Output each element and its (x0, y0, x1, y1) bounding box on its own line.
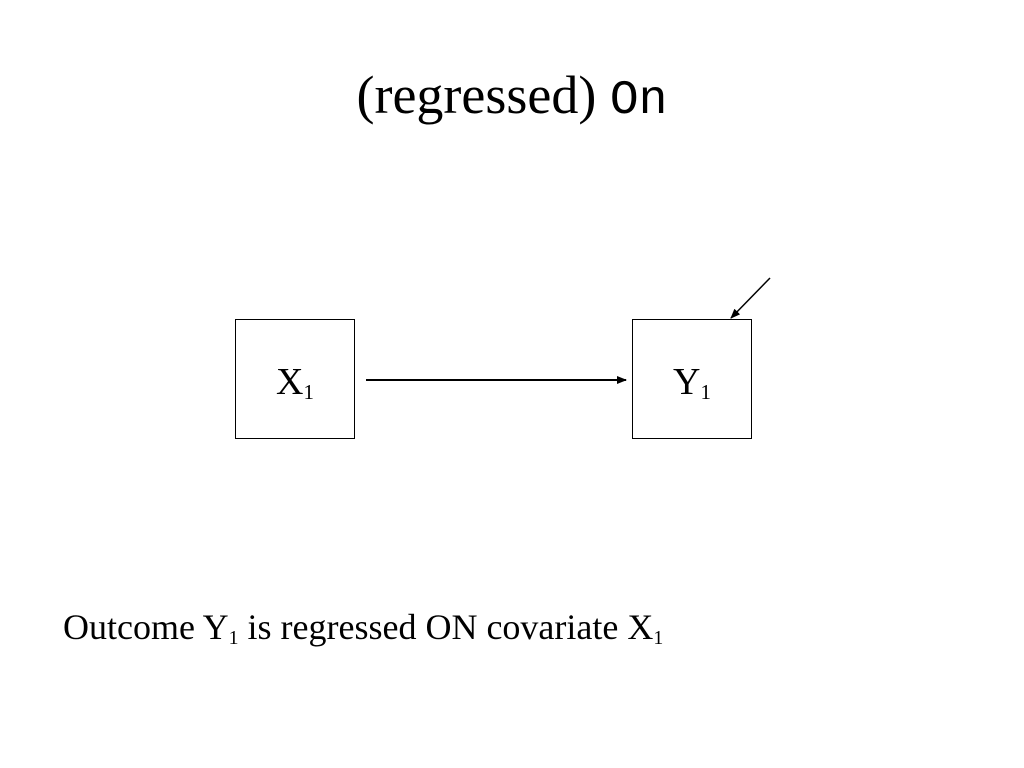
node-y1-letter: Y (673, 361, 701, 403)
node-y1-label: Y1 (633, 360, 751, 404)
caption-sub2: 1 (653, 626, 664, 649)
node-y1-subscript: 1 (700, 380, 711, 405)
node-x1-subscript: 1 (303, 380, 314, 405)
caption-part1: Outcome Y (63, 607, 229, 647)
residual-arrow (730, 277, 771, 319)
title-keyword: On (609, 74, 668, 128)
caption-sub1: 1 (228, 626, 239, 649)
caption-part2: is regressed ON covariate X (238, 607, 654, 647)
node-x1-letter: X (276, 361, 304, 403)
node-x1-label: X1 (236, 360, 354, 404)
slide-title: (regressed) On (0, 62, 1024, 134)
title-text: (regressed) (356, 65, 597, 125)
caption: Outcome Y1 is regressed ON covariate X1 (63, 605, 663, 649)
node-x1: X1 (235, 319, 355, 439)
node-y1: Y1 (632, 319, 752, 439)
